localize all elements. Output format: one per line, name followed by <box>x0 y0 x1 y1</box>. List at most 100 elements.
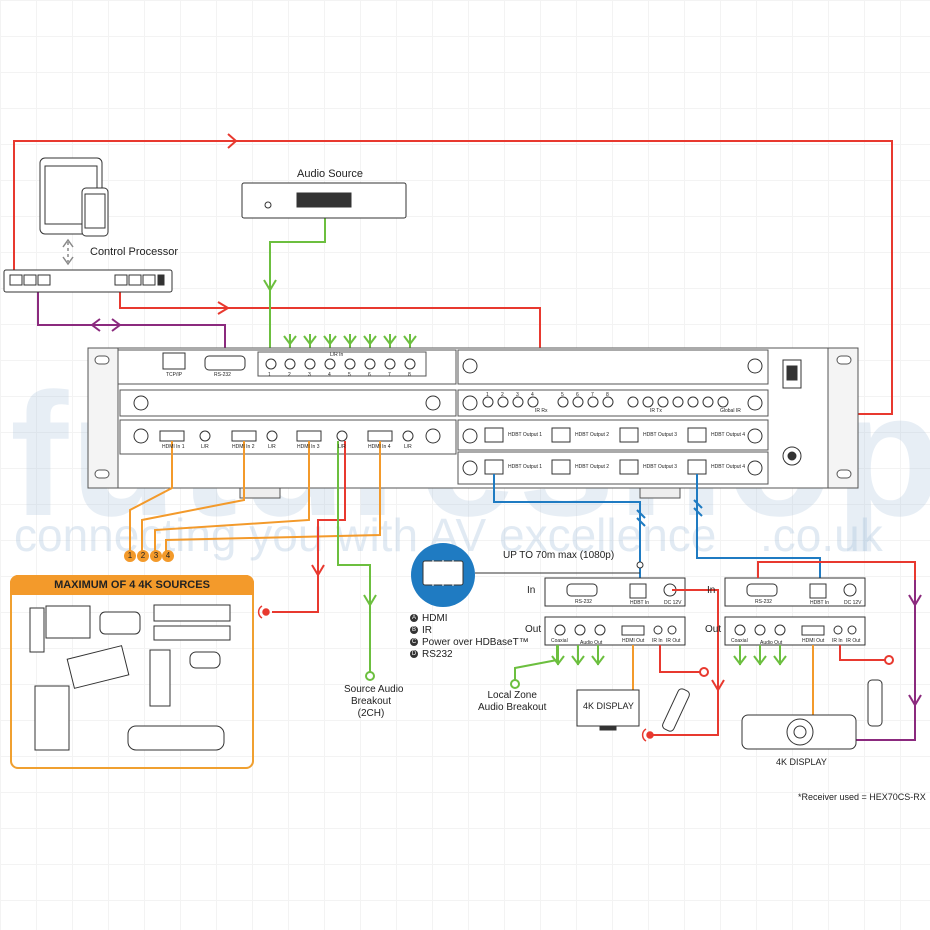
rx2-ir-in-label: IR In <box>832 638 843 644</box>
ir-port-1: 1 <box>486 392 489 398</box>
rx1-hdbt-in-label: HDBT In <box>630 600 650 606</box>
source-badge-1: 1 <box>124 550 136 562</box>
global-ir-label: Global IR <box>720 408 741 414</box>
ir-port-5: 5 <box>561 392 564 398</box>
audio-source-label: Audio Source <box>297 168 364 180</box>
projector-display <box>741 714 857 750</box>
source-audio-breakout-label: Source Audio Breakout (2CH) <box>344 684 404 719</box>
receiver1-in-label: In <box>527 585 536 596</box>
remotes <box>662 679 883 732</box>
receiver-hdmi-cables <box>632 645 814 715</box>
source-badge-2: 2 <box>137 550 149 562</box>
receiver2-in-label: In <box>707 585 716 596</box>
ir-rx-label: IR Rx <box>535 408 548 414</box>
distance-label: UP TO 70m max (1080p) <box>503 550 615 561</box>
rx1-coaxial-label: Coaxial <box>551 638 568 644</box>
hdbt-output-3-label-a: HDBT Output 3 <box>643 432 678 438</box>
rack-screws <box>133 358 763 476</box>
rack-ir-ports <box>482 396 729 408</box>
hdbt-output-4-label-b: HDBT Output 4 <box>711 464 746 470</box>
audio-port-1: 1 <box>268 372 271 378</box>
sources-box <box>10 575 254 769</box>
tcp-ip-label: TCP/IP <box>166 372 183 378</box>
audio-port-5: 5 <box>348 372 351 378</box>
tablet-phone-devices <box>39 157 109 237</box>
rx1-hdmi-out-label: HDMI Out <box>622 638 645 644</box>
rack-audio-inputs <box>265 358 416 370</box>
audio-port-7: 7 <box>388 372 391 378</box>
lr-label-4: L/R <box>404 444 412 450</box>
rx2-ir-out-label: IR Out <box>846 638 861 644</box>
distance-line <box>475 561 644 574</box>
source-badge-4: 4 <box>162 550 174 562</box>
matrix-rack <box>87 347 859 499</box>
ir-tx-label: IR Tx <box>650 408 662 414</box>
receiver-audio-arrows <box>510 645 787 689</box>
audio-source-cable <box>263 218 326 350</box>
hdbt-output-2-label-b: HDBT Output 2 <box>575 464 610 470</box>
rack-holes <box>94 355 852 479</box>
tv-display-label: 4K DISPLAY <box>583 701 634 711</box>
audio-port-4: 4 <box>328 372 331 378</box>
watermark-domain: .co.uk <box>760 509 883 561</box>
power-switch <box>782 359 802 466</box>
rack-rs232-label: RS-232 <box>214 372 231 378</box>
source-devices <box>29 604 231 751</box>
ir-port-4: 4 <box>531 392 534 398</box>
tv-display <box>576 689 640 731</box>
rx1-ir-in-label: IR In <box>652 638 663 644</box>
rack-hdmi-inputs <box>159 430 414 442</box>
projector-display-label: 4K DISPLAY <box>776 757 827 767</box>
hdbt-output-1-label-b: HDBT Output 1 <box>508 464 543 470</box>
rx1-rs232-label: RS-232 <box>575 599 592 605</box>
lr-label-3: L/R <box>338 444 346 450</box>
lr-label-2: L/R <box>268 444 276 450</box>
sources-title: MAXIMUM OF 4 4K SOURCES <box>10 575 254 595</box>
audio-port-8: 8 <box>408 372 411 378</box>
rx2-hdmi-out-label: HDMI Out <box>802 638 825 644</box>
rs232-cable <box>37 292 226 368</box>
rx2-rs232-label: RS-232 <box>755 599 772 605</box>
ir-port-8: 8 <box>606 392 609 398</box>
ir-port-7: 7 <box>591 392 594 398</box>
ir-port-2: 2 <box>501 392 504 398</box>
receiver-note: *Receiver used = HEX70CS-RX <box>798 792 926 802</box>
ir-source-cable <box>272 441 346 613</box>
hdbt-output-1-label-a: HDBT Output 1 <box>508 432 543 438</box>
rx1-ir-out-label: IR Out <box>666 638 681 644</box>
rx2-dc-label: DC 12V <box>844 600 862 606</box>
receiver2-rs232-cable <box>850 580 922 741</box>
hdmi-in-3-label: HDMI In 3 <box>297 444 320 450</box>
local-zone-label: Local Zone Audio Breakout <box>478 690 547 713</box>
receiver1-out-label: Out <box>525 624 542 635</box>
hdbt-cable-breaks <box>636 499 703 527</box>
receiver-boxes <box>544 577 866 646</box>
control-processor-device <box>3 269 173 293</box>
hdbt-output-4-label-a: HDBT Output 4 <box>711 432 746 438</box>
audio-source-device <box>241 182 407 219</box>
hdmi-in-2-label: HDMI In 2 <box>232 444 255 450</box>
source-badge-3: 3 <box>150 550 162 562</box>
hdmi-in-4-label: HDMI In 4 <box>368 444 391 450</box>
rx2-audio-out-label: Audio Out <box>760 640 783 646</box>
hdmi-in-1-label: HDMI In 1 <box>162 444 185 450</box>
hdbt-cables <box>493 474 821 580</box>
audio-port-6: 6 <box>368 372 371 378</box>
rx1-dc-label: DC 12V <box>664 600 682 606</box>
hdbaset-legend-icon <box>411 543 475 607</box>
wireless-link <box>62 238 74 266</box>
rx1-audio-out-label: Audio Out <box>580 640 603 646</box>
hdbt-output-3-label-b: HDBT Output 3 <box>643 464 678 470</box>
rack-control-ports <box>162 352 246 371</box>
control-processor-label: Control Processor <box>90 246 179 258</box>
lr-label-1: L/R <box>201 444 209 450</box>
ir-emitter-icons <box>257 605 654 742</box>
rx2-hdbt-in-label: HDBT In <box>810 600 830 606</box>
receiver2-out-label: Out <box>705 624 722 635</box>
rx2-coaxial-label: Coaxial <box>731 638 748 644</box>
